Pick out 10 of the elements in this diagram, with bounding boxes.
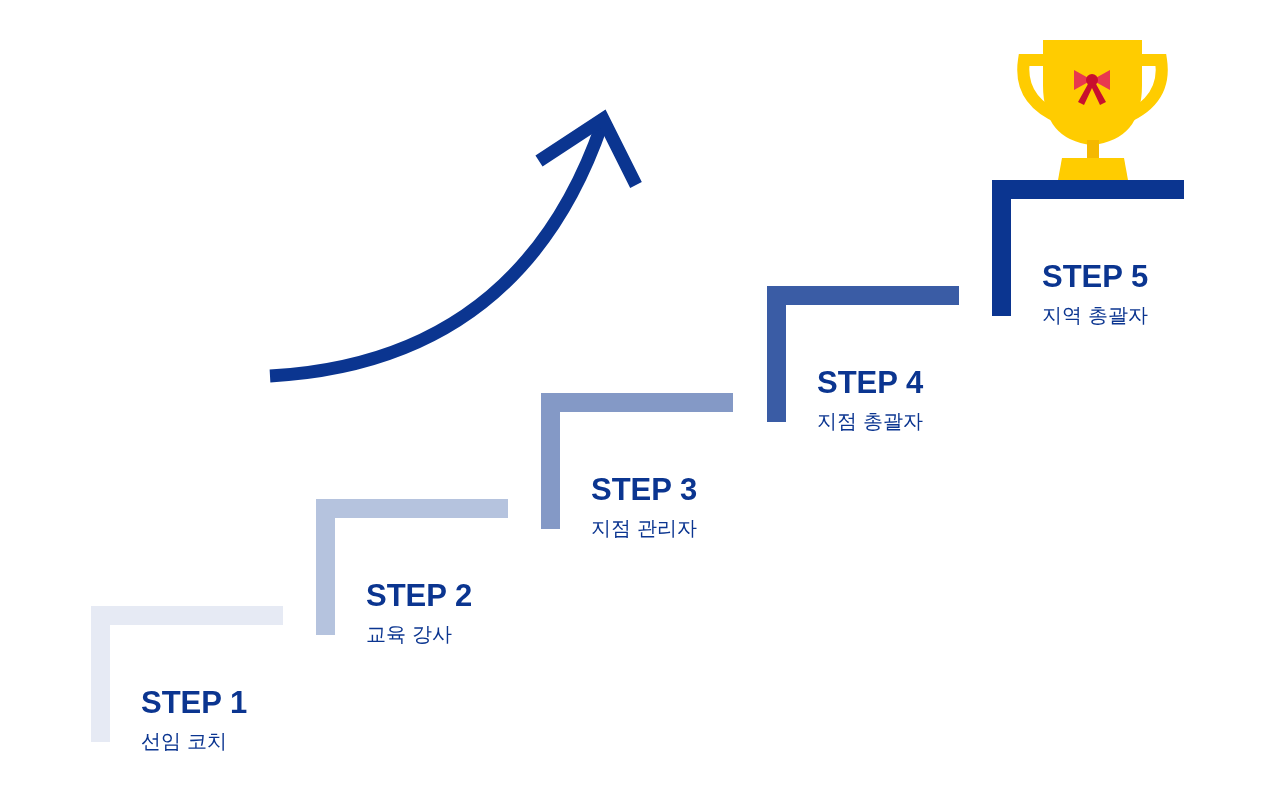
step-role: 지역 총괄자 [1042, 303, 1149, 328]
step-title: STEP 2 [366, 580, 473, 611]
step-role: 선임 코치 [141, 729, 228, 754]
step-title: STEP 1 [141, 687, 248, 718]
step-title: STEP 4 [817, 367, 924, 398]
step-role: 교육 강사 [366, 622, 453, 647]
step-role: 지점 관리자 [591, 516, 698, 541]
step-title: STEP 5 [1042, 261, 1149, 292]
step-title: STEP 3 [591, 474, 698, 505]
step-role: 지점 총괄자 [817, 409, 924, 434]
